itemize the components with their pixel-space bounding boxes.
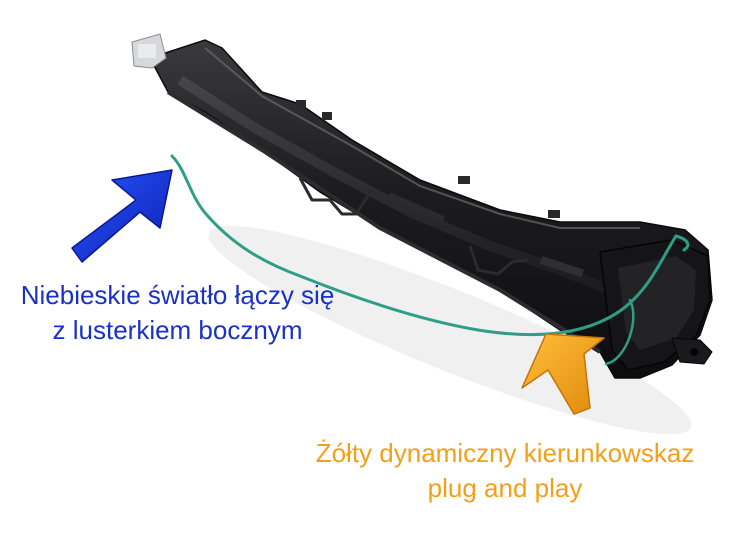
- blue-arrow: [71, 169, 173, 263]
- turn-signal-housing: [131, 33, 713, 379]
- orange-caption-line-1: Żółty dynamiczny kierunkowskaz: [315, 438, 695, 468]
- blue-caption: Niebieskie światło łączy się z lusterkie…: [0, 278, 355, 348]
- orange-arrow: [521, 333, 605, 415]
- metal-clip-1: [298, 177, 370, 216]
- blue-caption-line-2: z lusterkiem bocznym: [52, 315, 303, 345]
- orange-caption-line-2: plug and play: [427, 473, 583, 503]
- orange-caption: Żółty dynamiczny kierunkowskaz plug and …: [290, 436, 720, 506]
- metal-clip-2: [468, 245, 529, 276]
- signal-wire: [170, 154, 690, 337]
- blue-caption-line-1: Niebieskie światło łączy się: [20, 280, 335, 310]
